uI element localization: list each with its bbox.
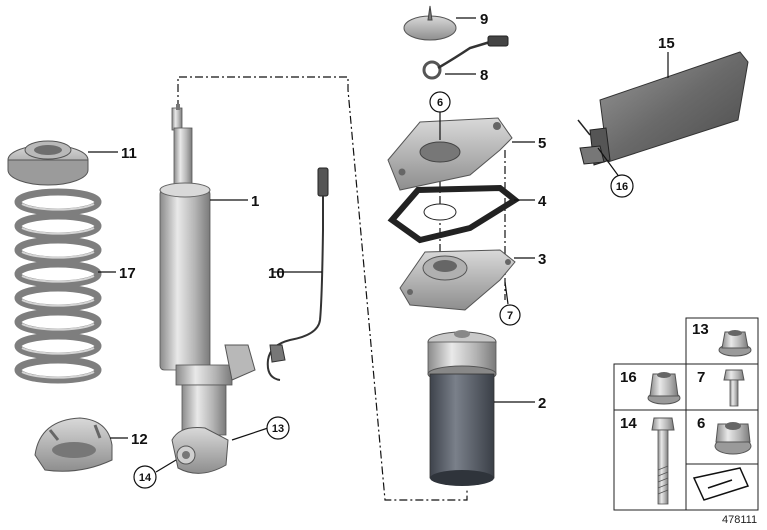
cap (403, 5, 457, 41)
lower-spring-pad (34, 417, 113, 472)
part-number-5: 5 (538, 135, 546, 152)
part-number-17: 17 (119, 265, 136, 282)
part-number-15: 15 (658, 35, 675, 52)
protective-boot (427, 330, 497, 486)
part-number-1: 1 (251, 193, 259, 210)
legend-number-6: 6 (697, 415, 705, 432)
svg-text:16: 16 (616, 181, 628, 193)
coil-spring (14, 188, 102, 384)
legend-number-7: 7 (697, 369, 705, 386)
top-mount-plate (387, 117, 513, 191)
coil-spring-highlight (21, 203, 95, 379)
support-bearing (399, 249, 516, 311)
part-number-12: 12 (131, 431, 148, 448)
callout-13: 13 (266, 416, 290, 440)
gasket (387, 184, 521, 244)
legend-number-13: 13 (692, 321, 709, 338)
part-number-3: 3 (538, 251, 546, 268)
fasteners-legend: 13 16 7 14 6 (613, 317, 759, 511)
callout-6: 6 (429, 91, 451, 113)
collar-nut-icon (647, 372, 681, 405)
svg-text:6: 6 (437, 97, 443, 109)
part-number-10: 10 (268, 265, 285, 282)
short-bolt-icon (723, 369, 745, 407)
cover-panel (577, 51, 749, 166)
shock-absorber (159, 104, 256, 474)
flange-nut-icon (718, 330, 752, 357)
part-number-2: 2 (538, 395, 546, 412)
callout-14: 14 (133, 465, 157, 489)
arrow-symbol-icon (692, 467, 750, 501)
self-locking-nut-icon (714, 422, 752, 455)
callout-7: 7 (499, 304, 521, 326)
svg-text:13: 13 (272, 423, 284, 435)
long-bolt-icon (651, 417, 675, 505)
svg-text:7: 7 (507, 310, 513, 322)
part-number-11: 11 (121, 145, 137, 162)
svg-text:14: 14 (139, 472, 152, 484)
diagram-id: 478111 (722, 514, 757, 526)
legend-number-16: 16 (620, 369, 637, 386)
sensor-cable (266, 167, 329, 381)
callout-16: 16 (610, 174, 634, 198)
part-number-4: 4 (538, 193, 547, 210)
upper-spring-pad (7, 140, 89, 186)
part-number-9: 9 (480, 11, 488, 28)
leader-lines (88, 17, 669, 473)
part-number-8: 8 (480, 67, 488, 84)
legend-number-14: 14 (620, 415, 637, 432)
top-sensor (422, 35, 509, 80)
